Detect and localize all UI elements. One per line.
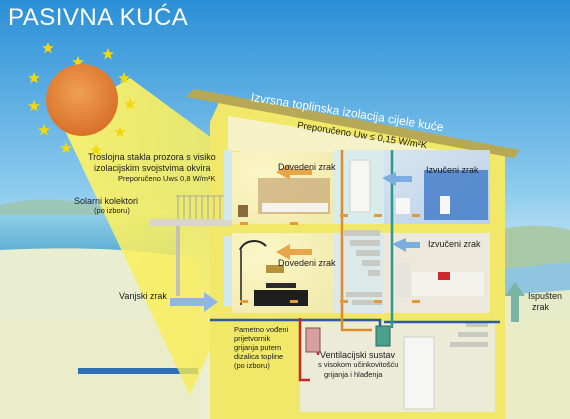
star-icon [118,72,130,84]
exhaust-air-label-line1: Ispušten [528,291,563,301]
windows-label-line1: Troslojna stakla prozora s visiko [88,152,216,162]
sofa-back-icon [266,283,296,288]
ventilation-label-line2: s visokom učinkovitošću [318,360,399,369]
supply-air-upper-label: Dovedeni zrak [278,162,336,172]
picture-icon [266,265,284,273]
balcony-slab [150,219,232,226]
windows-recommendation: Preporučeno Uw≤ 0,8 W/m²K [118,174,216,183]
star-ring [28,42,136,156]
airflow-dashes [240,214,420,303]
floor-slab-upper [228,224,494,233]
air-arrow-icon [392,238,420,252]
windows-label-line2: izolacijskim svojstvima okvira [94,163,211,173]
heat-exchanger-line2: prijetvornik [234,334,271,343]
sofa-icon [254,290,308,306]
warm-air-arrows [276,164,420,260]
window-lower-icon [224,236,232,306]
basement-door-icon [403,336,435,410]
star-icon [42,42,54,54]
star-icon [28,100,40,112]
solar-collector-label: Solarni kolektori [74,196,139,206]
heat-exchanger-line3: grijanja putem [234,343,282,352]
sink-icon [396,198,410,214]
solar-collector-icon [176,195,230,219]
outside-air-label: Vanjski zrak [119,291,167,301]
star-icon [28,72,40,84]
bathroom-tiles [424,170,488,220]
outside-air-arrow-icon [170,292,218,312]
air-arrow-icon [382,172,412,186]
door-icon [349,159,371,213]
heat-exchanger-line1: Pametno vođeni [234,325,289,334]
star-icon [38,124,50,136]
ventilation-unit-icon [375,325,391,347]
fridge-icon [396,262,410,298]
ground-pipe [78,368,198,374]
star-icon [102,48,114,60]
nightstand-icon [238,205,248,217]
extract-air-upper-label: Izvučeni zrak [426,165,479,175]
exhaust-air-arrow-icon [505,282,525,322]
ventilation-label-line3: grijanja i hlađenja [324,370,383,379]
sun-icon [46,64,118,136]
bed-icon [262,203,328,212]
exhaust-air-label-line2: zrak [532,302,550,312]
heat-pump-icon [305,327,321,353]
page-title: PASIVNA KUĆA [8,4,189,31]
star-icon [90,144,102,156]
extract-air-lower-label: Izvučeni zrak [428,239,481,249]
supply-air-lower-label: Dovedeni zrak [278,258,336,268]
kitchen-item-icon [438,272,450,280]
ventilation-label-line1: Ventilacijski sustav [320,350,396,360]
floor-lamp-icon [239,240,267,251]
staircase [344,230,488,347]
air-arrow-icon [276,164,312,180]
star-icon [124,98,136,110]
floor-slab-lower [210,313,500,322]
window-upper-icon [224,150,232,220]
solar-collector-note: (po izboru) [94,206,130,215]
toilet-icon [440,196,450,214]
heat-exchanger-line5: (po izboru) [234,361,270,370]
balcony-post [176,226,180,296]
roof [186,89,520,158]
star-icon [114,126,126,138]
air-arrow-icon [276,244,312,260]
star-icon [60,142,72,154]
star-icon [72,56,84,68]
sun-beam [60,78,232,395]
heat-exchanger-line4: dizalica topline [234,352,284,361]
